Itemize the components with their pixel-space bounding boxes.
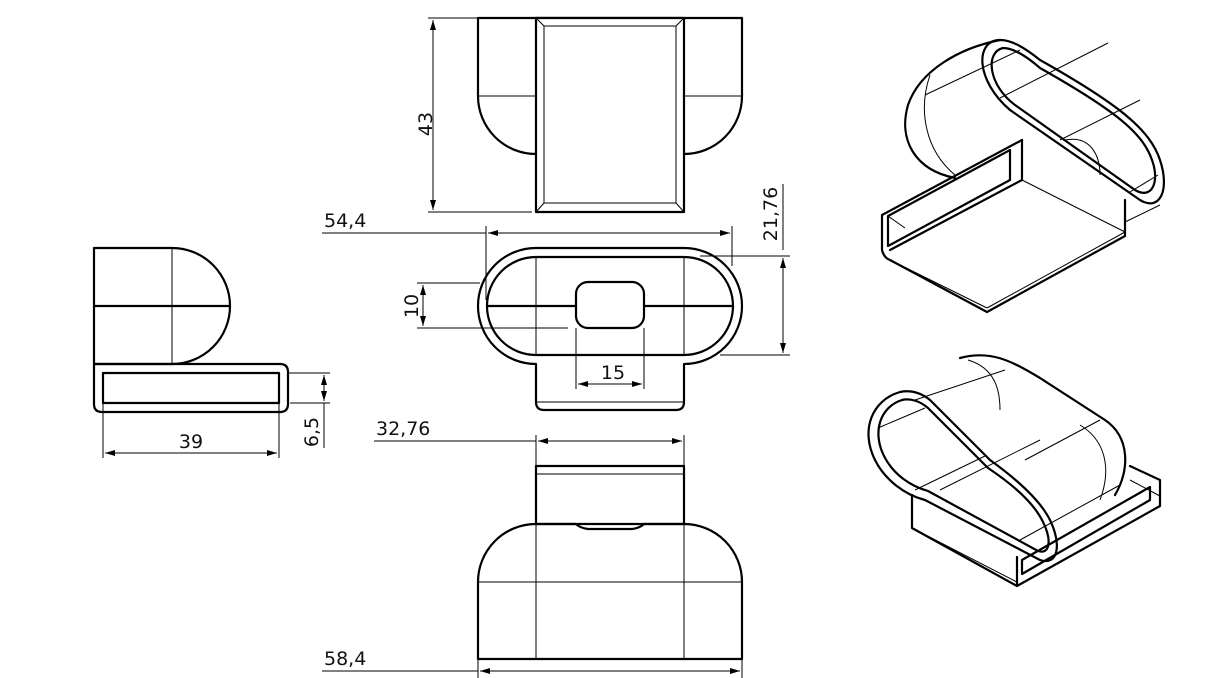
isometric-view-2 [867, 354, 1162, 588]
dim-43: 43 [415, 112, 437, 136]
dim-6-5: 6,5 [301, 417, 323, 447]
dim-32-76: 32,76 [376, 418, 430, 440]
top-view [428, 16, 744, 214]
bottom-view [322, 435, 744, 678]
dim-15: 15 [601, 362, 625, 384]
dim-58-4: 58,4 [324, 648, 366, 670]
dim-54-4: 54,4 [324, 210, 366, 232]
front-view [322, 184, 790, 412]
isometric-view-1 [880, 38, 1165, 314]
dim-21-76: 21,76 [760, 187, 782, 241]
dim-10: 10 [401, 294, 423, 318]
dim-39: 39 [179, 431, 203, 453]
side-view [92, 246, 330, 458]
